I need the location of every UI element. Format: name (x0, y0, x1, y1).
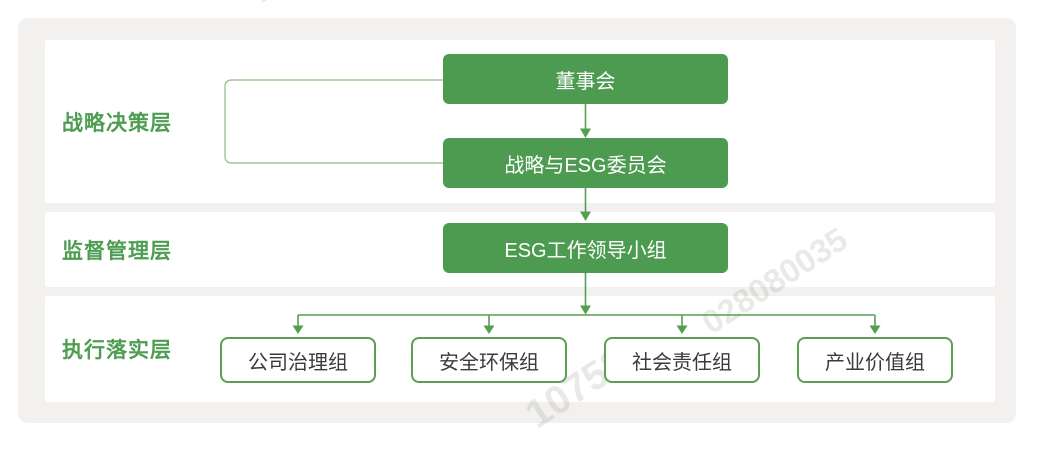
watermark-text: 24 (243, 0, 305, 12)
layer-label-strategy: 战略决策层 (62, 111, 172, 135)
node-industry-value-group: 产业价值组 (797, 337, 953, 383)
node-board-of-directors: 董事会 (443, 54, 728, 104)
node-corporate-governance-group: 公司治理组 (220, 337, 376, 383)
node-strategy-esg-committee: 战略与ESG委员会 (443, 138, 728, 188)
layer-label-supervision: 监督管理层 (62, 239, 172, 263)
layer-label-execution: 执行落实层 (62, 339, 172, 362)
node-esg-leading-group: ESG工作领导小组 (443, 223, 728, 273)
node-social-responsibility-group: 社会责任组 (604, 337, 760, 383)
node-safety-environment-group: 安全环保组 (411, 337, 567, 383)
